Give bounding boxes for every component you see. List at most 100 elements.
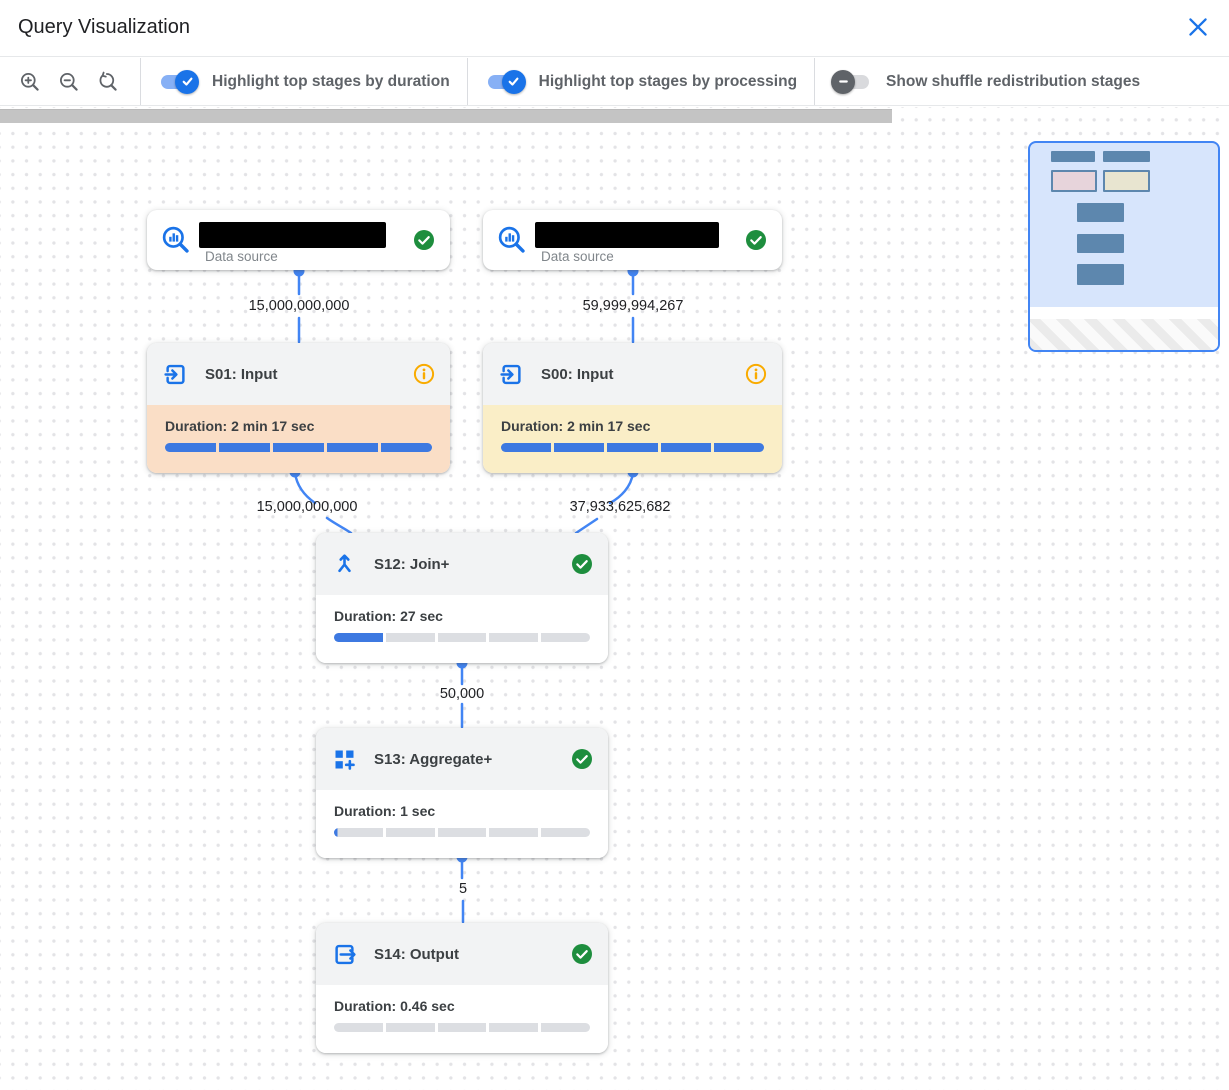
stage-node-s12[interactable]: S12: Join+ Duration: 27 sec (316, 533, 608, 663)
info-icon[interactable] (413, 363, 435, 385)
minimap-node (1077, 264, 1124, 285)
edge-row-count: 59,999,994,267 (582, 298, 684, 314)
edge-row-count: 37,933,625,682 (569, 499, 671, 515)
progress-segment (541, 828, 590, 837)
data-source-node-1[interactable]: Data source (147, 210, 450, 270)
stage-node-s00[interactable]: S00: Input Duration: 2 min 17 sec (483, 343, 782, 473)
progress-segment (437, 633, 487, 642)
horizontal-scrollbar[interactable] (0, 109, 892, 123)
data-source-search-icon (162, 226, 189, 253)
progress-segment (489, 828, 539, 837)
stage-body: Duration: 0.46 sec (316, 985, 608, 1053)
duration-label: Duration: 27 sec (334, 608, 443, 624)
data-source-label: Data source (205, 249, 278, 264)
progress-segment (334, 828, 383, 837)
graph-canvas[interactable] (0, 107, 1229, 1090)
redacted-table-name (535, 222, 719, 248)
edge-row-count: 15,000,000,000 (248, 298, 350, 314)
minimap-node (1103, 151, 1150, 162)
page-title: Query Visualization (18, 16, 190, 38)
progress-segment (437, 828, 487, 837)
progress-segment (327, 443, 378, 452)
progress-segment (385, 1023, 435, 1032)
duration-label: Duration: 0.46 sec (334, 998, 455, 1014)
toggle-group-duration: Highlight top stages by duration (141, 58, 467, 105)
minimap-node-highlighted (1051, 170, 1097, 192)
progress-segment (381, 443, 432, 452)
minimap[interactable] (1028, 141, 1220, 352)
progress-segment (165, 443, 216, 452)
stage-node-s01[interactable]: S01: Input Duration: 2 min 17 sec (147, 343, 450, 473)
progress-segment (334, 1023, 383, 1032)
progress-segment (437, 1023, 487, 1032)
dialog-header: Query Visualization (0, 0, 1229, 57)
duration-label: Duration: 2 min 17 sec (165, 418, 315, 434)
join-merge-icon (338, 553, 351, 572)
progress-segment (607, 443, 658, 452)
progress-segment (489, 1023, 539, 1032)
duration-progress-bar (165, 443, 432, 452)
duration-progress-bar (334, 1023, 590, 1032)
progress-segment (541, 633, 590, 642)
progress-segment (219, 443, 270, 452)
stage-body: Duration: 1 sec (316, 790, 608, 858)
close-icon[interactable] (1185, 14, 1211, 40)
stage-node-s14[interactable]: S14: Output Duration: 0.46 sec (316, 923, 608, 1053)
stage-body: Duration: 2 min 17 sec (483, 405, 782, 473)
progress-segment (385, 828, 435, 837)
minimap-node (1051, 151, 1095, 162)
data-source-node-2[interactable]: Data source (483, 210, 782, 270)
toolbar-divider (814, 58, 816, 105)
zoom-out-icon[interactable] (57, 70, 81, 94)
minimap-band (1030, 307, 1218, 319)
stage-node-s13[interactable]: S13: Aggregate+ Duration: 1 sec (316, 728, 608, 858)
input-icon (500, 364, 521, 384)
aggregate-icon (335, 750, 355, 770)
edge-row-count: 5 (458, 881, 468, 897)
toggle-label: Highlight top stages by duration (212, 72, 450, 90)
stage-title: S14: Output (374, 945, 459, 963)
output-icon (335, 944, 356, 964)
progress-segment (489, 633, 539, 642)
success-check-icon (746, 230, 766, 250)
stage-title: S13: Aggregate+ (374, 750, 493, 768)
zoom-reset-icon[interactable] (96, 70, 120, 94)
data-source-label: Data source (541, 249, 614, 264)
success-check-icon (572, 749, 592, 769)
stage-header: S01: Input (147, 343, 450, 405)
minimap-node (1077, 234, 1124, 253)
stage-body: Duration: 27 sec (316, 595, 608, 663)
show-shuffle-toggle[interactable] (831, 69, 872, 94)
toggle-label: Show shuffle redistribution stages (886, 72, 1141, 90)
progress-segment (501, 443, 552, 452)
stage-header: S00: Input (483, 343, 782, 405)
progress-segment (273, 443, 324, 452)
input-icon (164, 364, 185, 384)
progress-segment (713, 443, 765, 452)
redacted-table-name (199, 222, 386, 248)
stage-title: S01: Input (205, 365, 278, 383)
duration-progress-bar (334, 633, 590, 642)
graph-toolbar: Highlight top stages by duration Highlig… (0, 58, 1229, 106)
highlight-duration-toggle[interactable] (158, 69, 199, 94)
progress-segment (385, 633, 435, 642)
minimap-node (1077, 203, 1124, 222)
edge-row-count: 50,000 (439, 686, 485, 702)
progress-segment (554, 443, 605, 452)
stage-header: S14: Output (316, 923, 608, 985)
progress-segment (660, 443, 711, 452)
duration-progress-bar (501, 443, 765, 452)
toggle-group-shuffle: Show shuffle redistribution stages (815, 58, 1157, 105)
minimap-out-of-view-hatch (1030, 319, 1218, 350)
highlight-processing-toggle[interactable] (485, 69, 526, 94)
stage-header: S12: Join+ (316, 533, 608, 595)
success-check-icon (572, 944, 592, 964)
toggle-label: Highlight top stages by processing (538, 72, 798, 90)
info-icon[interactable] (745, 363, 767, 385)
progress-segment (541, 1023, 590, 1032)
duration-label: Duration: 1 sec (334, 803, 436, 819)
zoom-in-icon[interactable] (18, 70, 42, 94)
data-source-search-icon (498, 226, 525, 253)
success-check-icon (414, 230, 434, 250)
